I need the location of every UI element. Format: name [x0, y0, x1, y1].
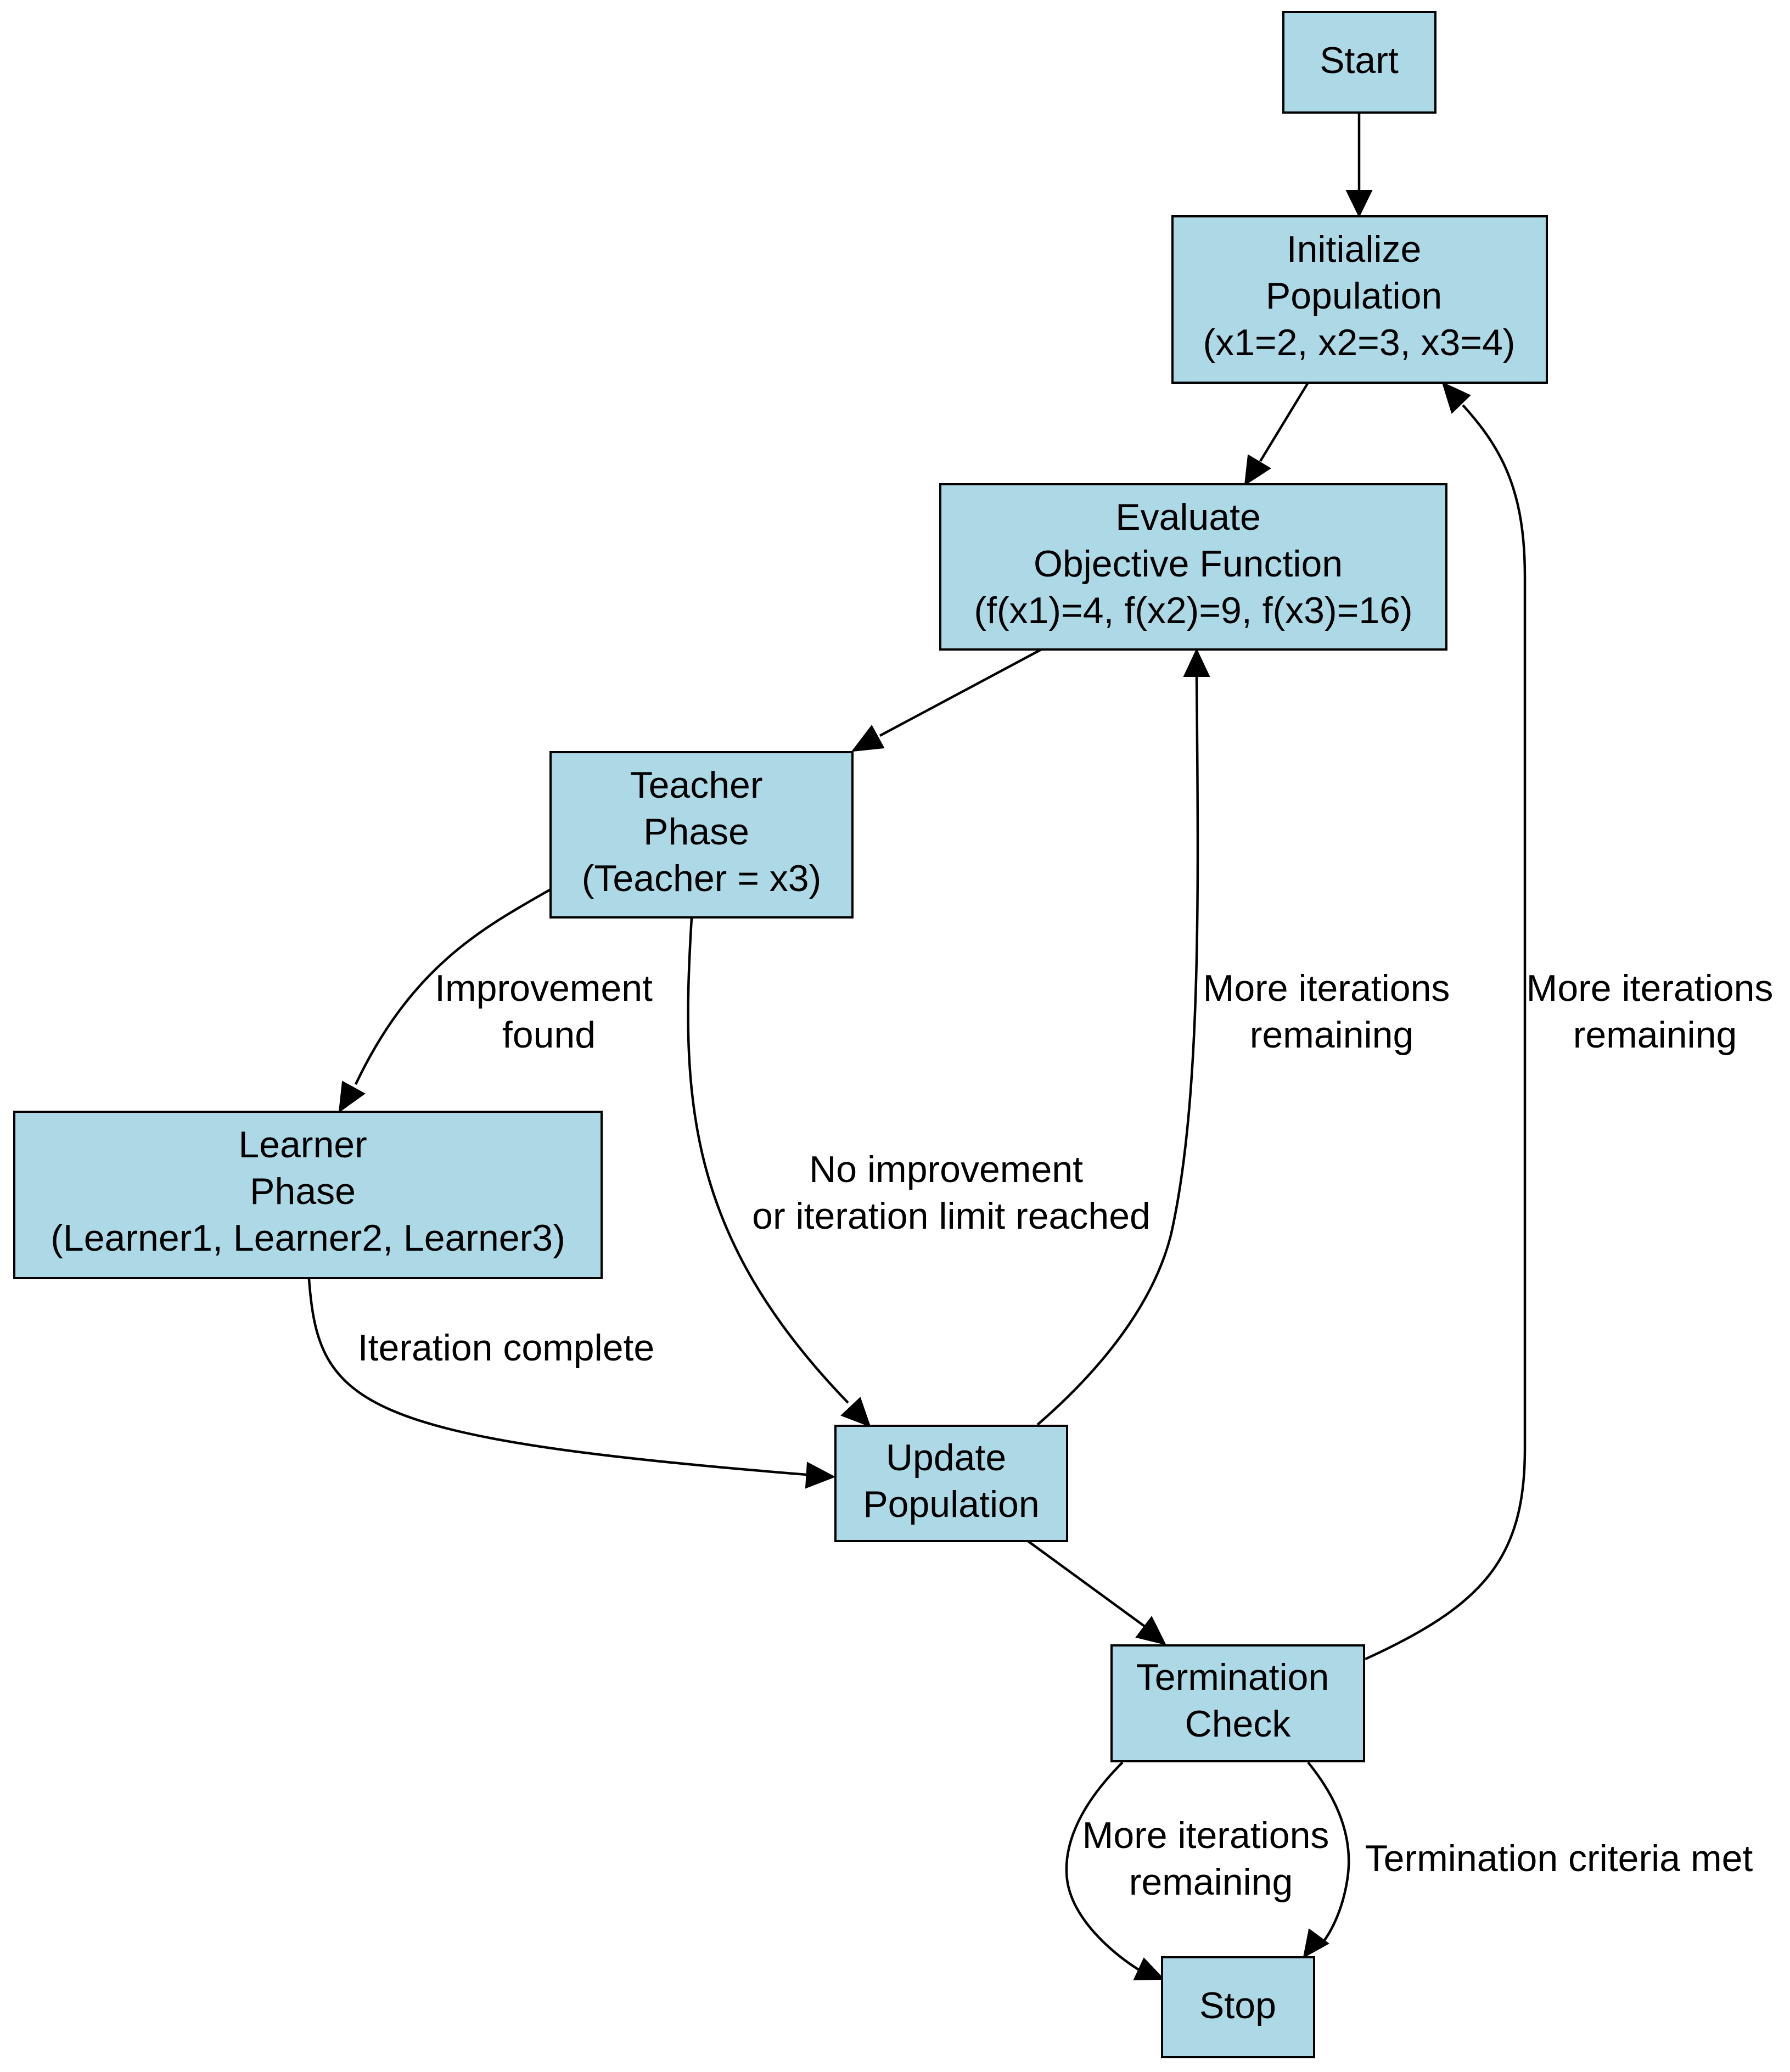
node-label: Learner Phase (Learner1, Learner2, Learn…	[50, 1124, 565, 1259]
node-box	[1161, 1956, 1315, 2058]
edge-teacher-to-update: No improvement or iteration limit reache…	[687, 917, 1151, 1427]
node-label-line: (f(x1)=4, f(x2)=9, f(x3)=16)	[974, 590, 1412, 631]
edge-initialize-to-evaluate	[1244, 382, 1309, 486]
node-learner-phase: Learner Phase (Learner1, Learner2, Learn…	[13, 1111, 603, 1279]
edge-label-line: found	[502, 1014, 596, 1056]
edge-update-to-termination	[1025, 1539, 1166, 1645]
node-evaluate-objective-function: Evaluate Objective Function (f(x1)=4, f(…	[939, 483, 1447, 651]
node-initialize-population: Initialize Population (x1=2, x2=3, x3=4)	[1171, 215, 1548, 384]
node-label-line: Teacher	[630, 764, 763, 806]
edge-line	[1036, 676, 1199, 1426]
arrow-head	[338, 1080, 366, 1113]
node-label: Termination Check	[1136, 1656, 1339, 1745]
node-label: Stop	[1199, 1985, 1276, 2026]
node-label: Start	[1320, 40, 1399, 81]
node-termination-check: Termination Check	[1110, 1644, 1365, 1762]
arrow-head	[1303, 1928, 1329, 1958]
edge-label-line: remaining	[1573, 1014, 1737, 1056]
edge-line	[354, 888, 552, 1085]
edge-label-line: Improvement	[435, 967, 653, 1009]
edge-label-line: Termination criteria met	[1365, 1838, 1753, 1879]
edge-label-line: Iteration complete	[358, 1327, 655, 1369]
node-label-line: Phase	[250, 1171, 356, 1212]
edge-termination-to-stop-right: Termination criteria met	[1303, 1761, 1753, 1958]
node-label-line: (x1=2, x2=3, x3=4)	[1203, 322, 1516, 363]
arrow-head	[1183, 648, 1210, 677]
node-label-line: Population	[1266, 275, 1442, 317]
edge-label-more-iterations: More iterations remaining	[1203, 967, 1461, 1056]
node-label: Evaluate Objective Function (f(x1)=4, f(…	[974, 496, 1412, 631]
edge-label-line: or iteration limit reached	[752, 1195, 1151, 1237]
arrow-head	[1133, 1957, 1165, 1981]
node-stop: Stop	[1161, 1956, 1315, 2058]
node-box	[1110, 1644, 1365, 1762]
edge-teacher-to-learner: Improvement found	[338, 888, 663, 1113]
edge-termination-to-stop-left: More iterations remaining	[1065, 1761, 1340, 1981]
edge-start-to-initialize	[1345, 113, 1373, 218]
node-label: Initialize Population (x1=2, x2=3, x3=4)	[1203, 228, 1516, 363]
arrow-head	[1441, 382, 1471, 414]
edge-line	[1365, 404, 1527, 1661]
edge-label-line: More iterations	[1527, 967, 1774, 1009]
node-label-line: Check	[1185, 1703, 1292, 1745]
edge-label-line: remaining	[1129, 1861, 1293, 1903]
arrow-head	[840, 1397, 871, 1427]
edge-label-termination-criteria-met: Termination criteria met	[1365, 1838, 1753, 1879]
node-label-line: (Teacher = x3)	[582, 858, 822, 899]
node-label-line: (Learner1, Learner2, Learner3)	[50, 1217, 565, 1259]
edge-label-more-iterations: More iterations remaining	[1082, 1815, 1340, 1903]
node-label-line: Population	[863, 1483, 1039, 1525]
edge-evaluate-to-teacher	[851, 648, 1042, 752]
node-label-line: Stop	[1199, 1985, 1276, 2026]
node-box	[1171, 215, 1548, 384]
edge-learner-to-update: Iteration complete	[307, 1279, 836, 1489]
node-box	[1282, 11, 1437, 114]
edge-line	[1025, 1539, 1146, 1627]
node-box	[834, 1425, 1068, 1542]
node-label-line: Evaluate	[1115, 496, 1261, 538]
arrow-head	[1345, 190, 1373, 218]
edge-label-line: remaining	[1250, 1014, 1414, 1056]
edge-line	[1307, 1761, 1350, 1950]
edge-label-no-improvement: No improvement or iteration limit reache…	[752, 1149, 1151, 1237]
node-box	[939, 483, 1447, 651]
arrow-head	[1135, 1616, 1166, 1645]
edge-update-to-evaluate: More iterations remaining	[1036, 648, 1461, 1426]
edge-label-more-iterations: More iterations remaining	[1527, 967, 1784, 1056]
arrow-head	[851, 725, 885, 752]
edge-label-line: More iterations	[1082, 1815, 1329, 1856]
node-label: Teacher Phase (Teacher = x3)	[582, 764, 822, 899]
edge-label-iteration-complete: Iteration complete	[358, 1327, 655, 1369]
edge-label-line: More iterations	[1203, 967, 1450, 1009]
node-box	[549, 751, 854, 919]
node-label-line: Termination	[1136, 1656, 1329, 1698]
edge-line	[879, 648, 1042, 737]
node-label-line: Start	[1320, 40, 1399, 81]
arrow-head	[805, 1461, 836, 1489]
edge-termination-to-initialize: More iterations remaining	[1365, 382, 1784, 1661]
arrow-head	[1244, 454, 1271, 486]
edge-line	[687, 917, 849, 1404]
node-update-population: Update Population	[834, 1425, 1068, 1542]
node-teacher-phase: Teacher Phase (Teacher = x3)	[549, 751, 854, 919]
node-label: Update Population	[863, 1437, 1039, 1525]
node-box	[13, 1111, 603, 1279]
node-label-line: Learner	[238, 1124, 367, 1166]
node-label-line: Update	[886, 1437, 1006, 1479]
edge-line	[307, 1279, 807, 1476]
edge-label-line: No improvement	[809, 1149, 1083, 1190]
node-label-line: Initialize	[1287, 228, 1422, 270]
node-label-line: Phase	[643, 811, 749, 853]
node-start: Start	[1282, 11, 1437, 114]
edge-line	[1065, 1761, 1140, 1971]
node-label-line: Objective Function	[1034, 543, 1343, 585]
edge-line	[1259, 382, 1309, 462]
edge-label-improvement-found: Improvement found	[435, 967, 663, 1056]
